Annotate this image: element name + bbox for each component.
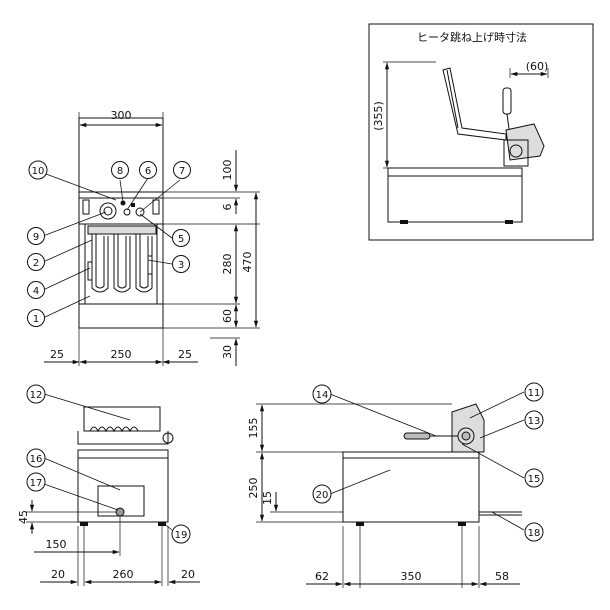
callout-leaders [42,173,525,531]
front-elevation: 45 150 20 260 20 [17,406,200,586]
svg-text:3: 3 [178,260,184,271]
callout-14: 14 [312,384,332,404]
inset-frame [368,23,594,241]
dim-250-front: 250 [111,348,132,361]
dim-25-right: 25 [178,348,192,361]
svg-text:6: 6 [145,166,151,177]
callout-6: 6 [139,161,157,179]
callout-20: 20 [312,484,332,504]
svg-text:20: 20 [316,490,329,501]
dim-20-left: 20 [51,568,65,581]
svg-text:18: 18 [528,528,541,539]
svg-text:4: 4 [33,286,39,297]
callout-15: 15 [524,468,544,488]
svg-text:14: 14 [316,390,329,401]
svg-text:1: 1 [33,314,39,325]
callout-16: 16 [26,448,46,468]
side-dim-155: 155 [247,418,260,439]
dim-150-label: 150 [46,538,67,551]
callout-5: 5 [172,229,190,247]
svg-text:19: 19 [175,530,188,541]
svg-text:15: 15 [528,474,541,485]
dim-470-label: 470 [241,252,254,273]
side-elevation-body [342,451,480,523]
callout-9: 9 [27,227,45,245]
svg-text:5: 5 [178,234,184,245]
inset-title: ヒータ跳ね上げ時寸法 [417,30,527,44]
dim-25-left: 25 [50,348,64,361]
svg-text:16: 16 [30,454,43,465]
inset-offset-label: (60) [526,60,549,73]
dim-280-label: 280 [221,254,234,275]
callout-12: 12 [26,384,46,404]
side-elevation: 155 250 15 62 350 58 [247,403,522,588]
svg-text:10: 10 [32,166,45,177]
inset-lifted-heater [442,67,507,141]
inset-panel: ヒータ跳ね上げ時寸法 (355) (60) [368,23,594,241]
callout-13: 13 [524,410,544,430]
callout-2: 2 [27,253,45,271]
svg-text:17: 17 [30,478,43,489]
callout-17: 17 [26,472,46,492]
callout-11: 11 [524,382,544,402]
callout-18: 18 [524,522,544,542]
callout-10: 10 [28,160,48,180]
front-view: 300 25 250 25 100 6 280 60 30 470 [44,109,260,366]
dim-20-right: 20 [181,568,195,581]
svg-text:11: 11 [528,388,541,399]
dim-100-label: 100 [221,160,234,181]
dim-30-label: 30 [221,345,234,359]
side-dim-58: 58 [495,570,509,583]
svg-text:7: 7 [179,166,185,177]
side-dim-350: 350 [401,570,422,583]
side-dim-250: 250 [247,478,260,499]
front-upper-body [78,117,164,193]
dim-260-label: 260 [113,568,134,581]
control-knob [99,202,117,220]
heater-coils [91,230,153,293]
callout-4: 4 [27,281,45,299]
callout-19: 19 [171,524,191,544]
dim-300-label: 300 [111,109,132,122]
dim-45-label: 45 [17,510,30,524]
control-panel [78,191,164,225]
inset-fryer-body [387,167,523,223]
svg-text:2: 2 [33,258,39,269]
svg-text:13: 13 [528,416,541,427]
dim-60-label: 60 [221,309,234,323]
callout-3: 3 [172,255,190,273]
svg-text:8: 8 [117,166,123,177]
callout-markers: 1 2 3 4 5 6 7 8 9 10 11 12 13 14 15 16 1… [26,160,544,544]
svg-text:12: 12 [30,390,43,401]
callout-8: 8 [111,161,129,179]
dim-6-label: 6 [221,204,234,211]
svg-text:9: 9 [33,232,39,243]
inset-height-label: (355) [372,101,385,131]
front-elevation-body [77,449,169,523]
callout-7: 7 [173,161,191,179]
callout-1: 1 [27,309,45,327]
side-dim-15: 15 [261,491,274,505]
drain-valve [115,507,125,517]
side-dim-62: 62 [315,570,329,583]
